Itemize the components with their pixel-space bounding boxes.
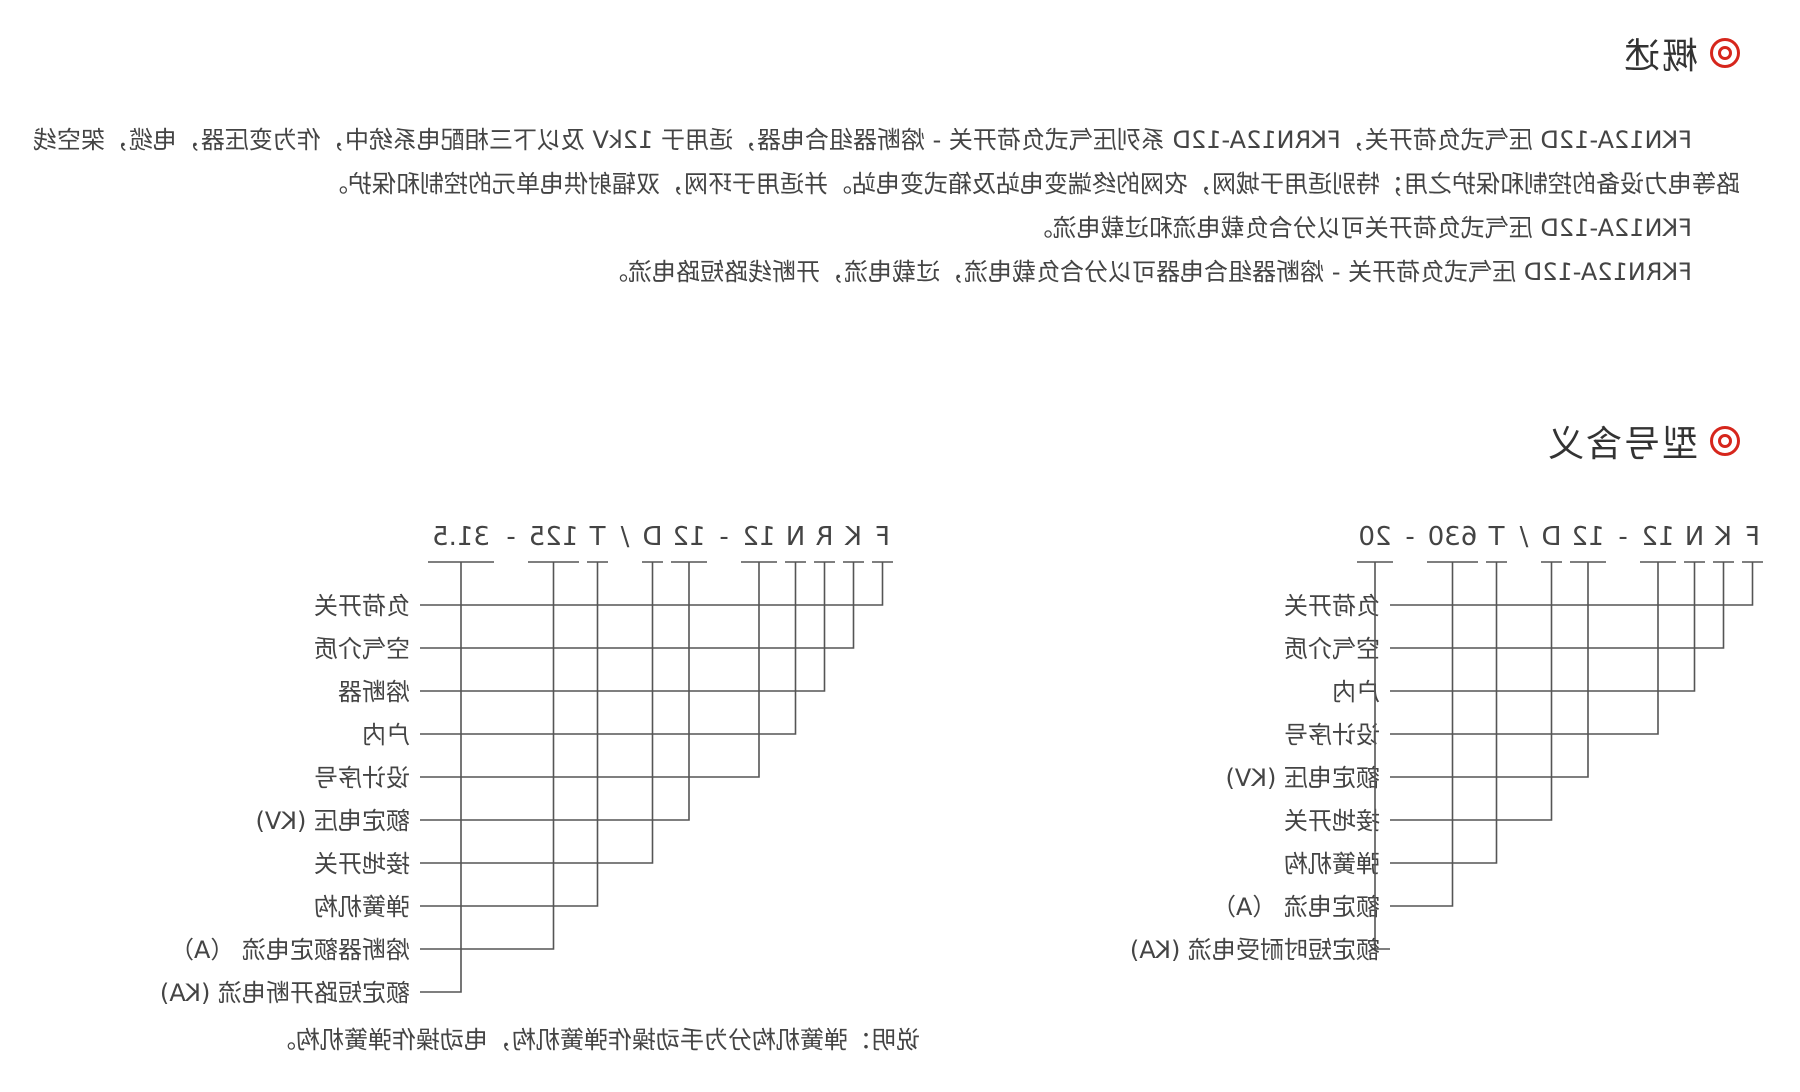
right-leader-line xyxy=(420,562,690,821)
right-code-token: N xyxy=(786,522,805,552)
right-code-label: 户内 xyxy=(362,721,410,749)
right-code-label: 额定电压 (KV) xyxy=(255,807,410,835)
left-code-token: 630 xyxy=(1428,522,1478,552)
right-code-token: - xyxy=(506,522,515,552)
right-code-token: T xyxy=(589,522,606,552)
right-code-token: R xyxy=(815,522,833,552)
left-code-label: 接地开关 xyxy=(1284,807,1380,835)
left-code-token: N xyxy=(1685,522,1704,552)
right-code-label: 熔断器 xyxy=(338,678,410,706)
right-leader-line xyxy=(420,562,797,735)
right-code-token: 12 xyxy=(672,522,705,552)
right-code-label: 额定短路开断电流 (KA) xyxy=(160,979,410,1007)
left-leader-line xyxy=(1390,562,1553,821)
right-leader-line xyxy=(420,562,654,864)
left-code-label: 弹簧机构 xyxy=(1284,850,1380,878)
left-code-label: 额定电流 （A） xyxy=(1212,893,1380,921)
left-code-token: - xyxy=(1618,522,1627,552)
right-code-label: 熔断器额定电流 （A） xyxy=(170,936,410,964)
left-code-token: T xyxy=(1488,522,1505,552)
left-code-label: 户内 xyxy=(1332,678,1380,706)
left-code-label: 负荷开关 xyxy=(1284,592,1380,620)
right-code-token: 31.5 xyxy=(432,522,490,552)
right-code-token: D xyxy=(642,522,662,552)
left-code-token: D xyxy=(1541,522,1561,552)
left-leader-line xyxy=(1374,562,1390,950)
right-code-token: K xyxy=(844,522,862,552)
left-leader-line xyxy=(1390,562,1454,907)
right-code-token: 125 xyxy=(529,522,579,552)
left-code-label: 额定短时耐受电流 (KA) xyxy=(1130,936,1380,964)
left-code-token: / xyxy=(1519,522,1528,552)
right-code-label: 设计序号 xyxy=(314,764,410,792)
right-code-label: 接地开关 xyxy=(314,850,410,878)
left-code-label: 额定电压 (KV) xyxy=(1225,764,1380,792)
right-code-token: F xyxy=(875,522,890,552)
right-leader-line xyxy=(420,562,555,950)
right-code-token: - xyxy=(719,522,728,552)
right-code-label: 弹簧机构 xyxy=(314,893,410,921)
right-leader-line xyxy=(420,562,599,907)
left-code-token: 12 xyxy=(1571,522,1604,552)
left-code-token: 20 xyxy=(1358,522,1391,552)
model-note: 说明：弹簧机构分为手动操作弹簧机构，电动操作弹簧机构。 xyxy=(272,1026,920,1054)
right-code-label: 负荷开关 xyxy=(314,592,410,620)
left-leader-line xyxy=(1390,562,1589,778)
right-leader-line xyxy=(420,562,462,993)
right-code-token: / xyxy=(620,522,629,552)
left-code-token: - xyxy=(1405,522,1414,552)
left-leader-line xyxy=(1390,562,1659,735)
left-code-label: 设计序号 xyxy=(1284,721,1380,749)
left-leader-line xyxy=(1390,562,1754,606)
left-code-label: 空气介质 xyxy=(1284,635,1380,663)
left-leader-line xyxy=(1390,562,1725,649)
right-code-token: 12 xyxy=(742,522,775,552)
right-leader-line xyxy=(420,562,826,692)
left-code-token: K xyxy=(1714,522,1732,552)
left-code-token: 12 xyxy=(1641,522,1674,552)
left-code-token: F xyxy=(1745,522,1760,552)
right-leader-line xyxy=(420,562,760,778)
left-leader-line xyxy=(1390,562,1696,692)
left-leader-line xyxy=(1390,562,1498,864)
right-leader-line xyxy=(420,562,884,606)
right-code-label: 空气介质 xyxy=(314,635,410,663)
right-leader-line xyxy=(420,562,855,649)
